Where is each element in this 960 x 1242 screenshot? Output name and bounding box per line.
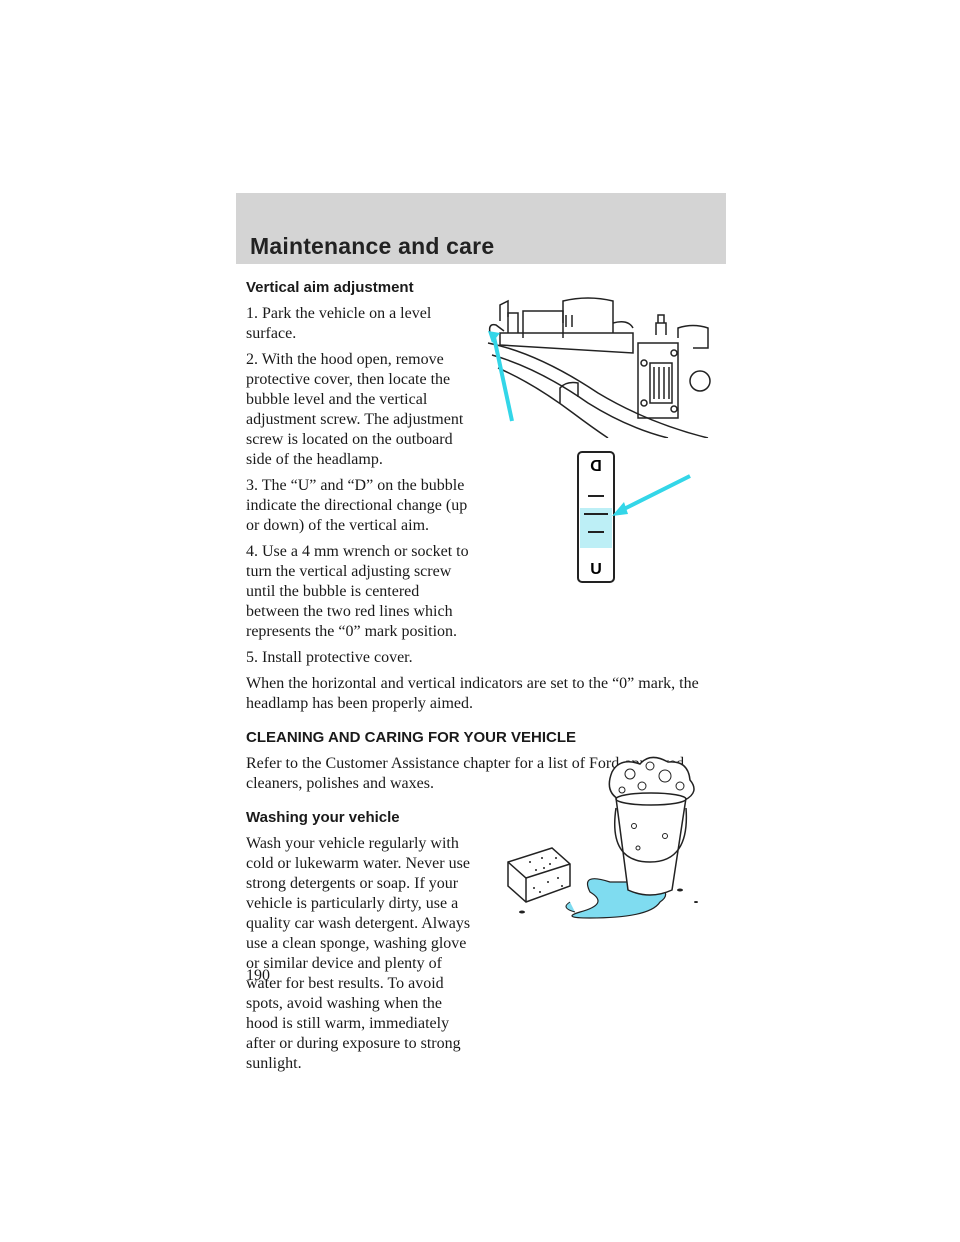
bubble-top-letter: D xyxy=(590,456,602,473)
cleaning-heading: CLEANING AND CARING FOR YOUR VEHICLE xyxy=(246,729,577,746)
washing-heading: Washing your vehicle xyxy=(246,809,400,826)
step-5: 5. Install protective cover. xyxy=(246,649,413,666)
vertical-aim-heading: Vertical aim adjustment xyxy=(246,279,414,296)
step-1: 1. Park the vehicle on a level surface. xyxy=(246,305,432,342)
page-content: Vertical aim adjustment 1. Park the vehi… xyxy=(246,278,726,1080)
step-2: 2. With the hood open, remove protective… xyxy=(246,351,464,468)
bucket-sponge-illustration xyxy=(507,756,698,919)
step-4: 4. Use a 4 mm wrench or socket to turn t… xyxy=(246,543,469,640)
aim-conclusion: When the horizontal and vertical indicat… xyxy=(246,675,699,712)
cleaning-body: Refer to the Customer Assistance chapter… xyxy=(246,755,685,792)
page-number: 190 xyxy=(246,967,270,984)
bubble-level-illustration: D U xyxy=(577,451,691,583)
washing-body: Wash your vehicle regularly with cold or… xyxy=(246,835,471,1072)
headlamp-illustration xyxy=(487,297,711,438)
bubble-bottom-letter: U xyxy=(590,561,602,578)
step-3: 3. The “U” and “D” on the bubble indicat… xyxy=(246,477,468,534)
section-header-band: Maintenance and care xyxy=(236,193,726,264)
section-title: Maintenance and care xyxy=(250,233,495,259)
